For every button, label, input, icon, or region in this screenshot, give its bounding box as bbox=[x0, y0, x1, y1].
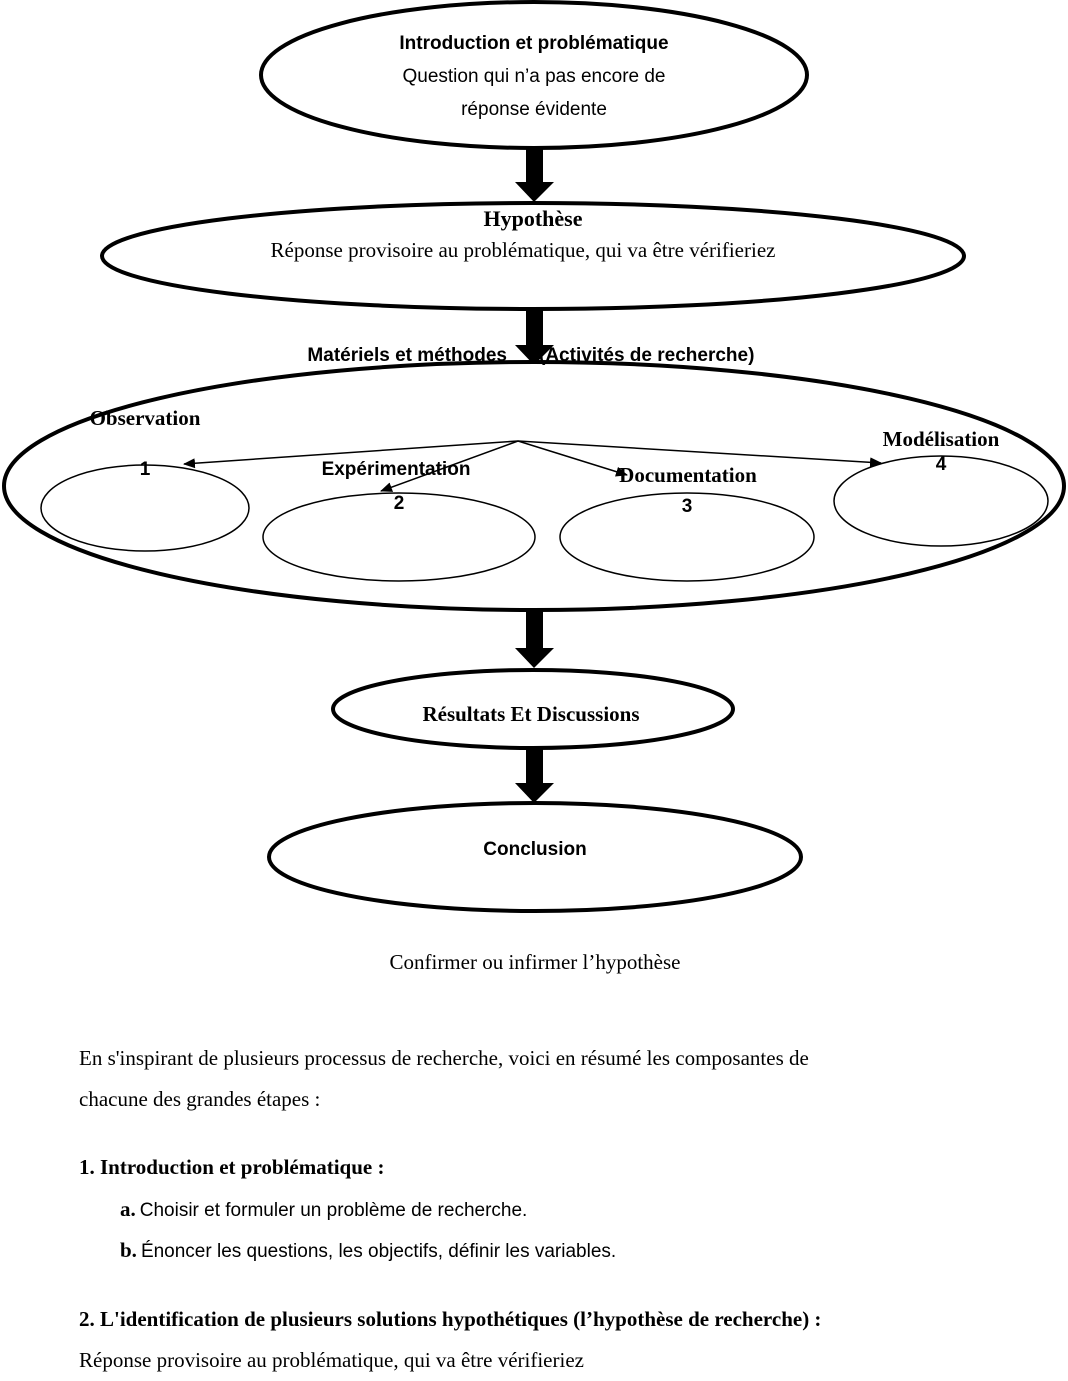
item-a-text: Choisir et formuler un problème de reche… bbox=[139, 1200, 528, 1221]
conclusion-title: Conclusion bbox=[483, 839, 586, 860]
documentation-label: Documentation bbox=[619, 463, 757, 487]
results-ellipse bbox=[331, 668, 735, 750]
hypothese-text: Réponse provisoire au problématique, qui… bbox=[271, 238, 776, 262]
modelisation-ellipse bbox=[833, 455, 1049, 547]
documentation-ellipse bbox=[559, 492, 815, 582]
section1-item-b: b. Énoncer les questions, les objectifs,… bbox=[120, 1230, 616, 1273]
experimentation-ellipse bbox=[262, 492, 536, 582]
item-a-marker: a. bbox=[120, 1197, 136, 1221]
branch-arrow-experimentation bbox=[380, 440, 519, 492]
observation-ellipse bbox=[40, 464, 250, 552]
arrow-hypothese-to-methods bbox=[515, 309, 554, 365]
section2-heading: 2. L'identification de plusieurs solutio… bbox=[79, 1307, 822, 1331]
observation-label: Observation bbox=[90, 406, 201, 430]
modelisation-number: 4 bbox=[936, 454, 947, 475]
branch-arrow-documentation bbox=[517, 440, 628, 477]
branch-arrow-observation bbox=[183, 440, 519, 469]
intro-line2: réponse évidente bbox=[461, 99, 607, 120]
intro-title: Introduction et problématique bbox=[399, 33, 668, 54]
section1-heading: 1. Introduction et problématique : bbox=[79, 1155, 385, 1179]
intro-paragraph-line2: chacune des grandes étapes : bbox=[79, 1087, 321, 1111]
documentation-number: 3 bbox=[682, 496, 693, 517]
item-b-text: Énoncer les questions, les objectifs, dé… bbox=[140, 1241, 617, 1262]
hypothese-title: Hypothèse bbox=[484, 206, 583, 231]
results-title: Résultats Et Discussions bbox=[422, 702, 639, 726]
observation-number: 1 bbox=[140, 459, 151, 480]
arrow-intro-to-hypothese bbox=[515, 146, 554, 202]
intro-line1: Question qui n’a pas encore de bbox=[402, 66, 665, 87]
section2-text: Réponse provisoire au problématique, qui… bbox=[79, 1348, 584, 1372]
methods-label-left: Matériels et méthodes bbox=[307, 345, 507, 366]
hypothese-ellipse bbox=[100, 201, 966, 311]
arrow-results-to-conclusion bbox=[515, 747, 554, 803]
section1-item-a: a. Choisir et formuler un problème de re… bbox=[120, 1189, 527, 1232]
experimentation-number: 2 bbox=[394, 493, 405, 514]
conclusion-ellipse bbox=[267, 801, 803, 913]
research-process-diagram: Introduction et problématique Question q… bbox=[2, 0, 1066, 974]
branch-arrow-modelisation bbox=[517, 440, 882, 468]
modelisation-label: Modélisation bbox=[883, 427, 1000, 451]
intro-paragraph-line1: En s'inspirant de plusieurs processus de… bbox=[79, 1046, 809, 1070]
diagram-caption: Confirmer ou infirmer l’hypothèse bbox=[389, 950, 680, 974]
arrow-methods-to-results bbox=[515, 610, 554, 668]
methods-label-right: (Activités de recherche) bbox=[539, 345, 754, 366]
intro-ellipse bbox=[259, 0, 809, 150]
item-b-marker: b. bbox=[120, 1238, 137, 1262]
experimentation-label: Expérimentation bbox=[322, 459, 471, 480]
